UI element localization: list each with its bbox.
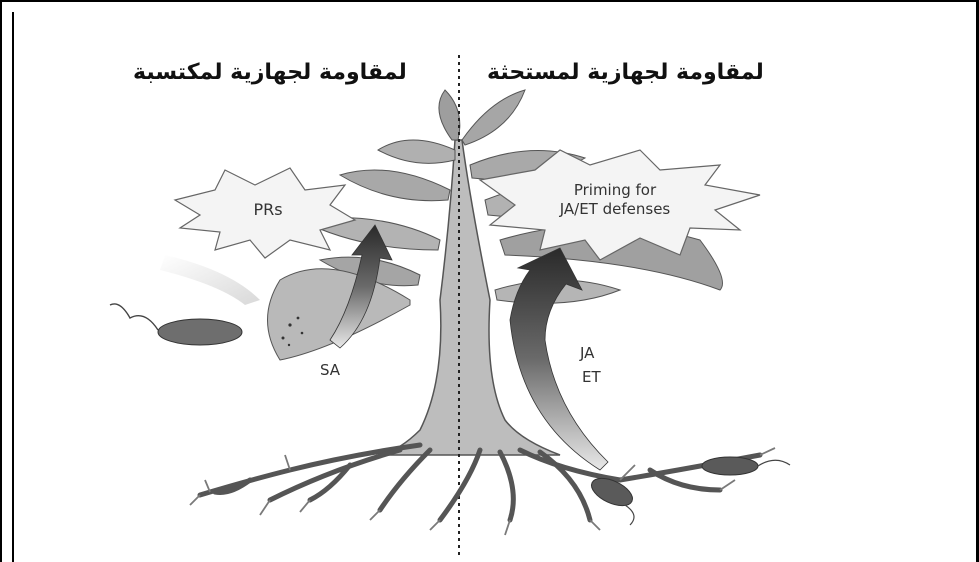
leaf-top-3: [378, 140, 455, 163]
leaf-left-1: [340, 170, 450, 201]
priming-label-line1: Priming for: [574, 181, 657, 199]
pathogen-left-flagellum: [110, 304, 158, 330]
leaf-top-1: [439, 90, 460, 140]
priming-label-line2: JA/ET defenses: [559, 200, 671, 218]
pathogen-root-1-flagellum: [625, 505, 634, 525]
plant-roots: [200, 445, 760, 520]
et-label: ET: [582, 368, 601, 386]
sa-label: SA: [320, 361, 341, 379]
pathogen-root-2-flagellum: [758, 460, 790, 466]
pathogen-streak: [160, 255, 260, 305]
leaf-top-2: [462, 90, 525, 145]
prs-label: PRs: [253, 200, 282, 219]
plant-roots-fine: [190, 448, 775, 535]
ja-label: JA: [579, 344, 595, 362]
pathogen-left: [158, 319, 242, 345]
pathogen-root-2: [702, 457, 758, 475]
